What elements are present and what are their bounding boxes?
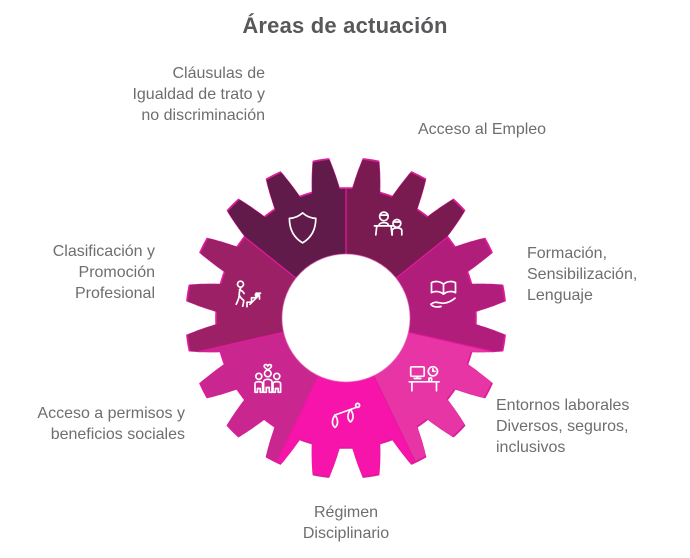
label-formacion-sensibilizacion: Formación, Sensibilización, Lenguaje [527,245,638,304]
page-title: Áreas de actuación [242,13,448,38]
gear-segment-regimen-disciplinario [277,318,415,477]
segment-divider [244,236,298,280]
label-acceso-al-empleo: Acceso al Empleo [418,121,547,138]
segment-divider [394,236,448,280]
label-clausulas-igualdad: Cláusulas de Igualdad de trato y no disc… [132,65,265,124]
segment-divider [372,373,416,463]
label-entornos-laborales: Entornos laborales Diversos, seguros, in… [496,397,630,456]
workplace-desk-icon [408,365,441,392]
segment-divider [406,331,495,353]
label-acceso-permisos-beneficios: Acceso a permisos y beneficios sociales [37,405,185,443]
label-regimen-disciplinario: Régimen Disciplinario [302,504,390,542]
gear-center-circle [281,253,411,383]
segment-divider [276,373,320,463]
shield-icon [288,212,317,244]
career-stairs-icon [235,280,262,308]
segment-divider [197,331,286,353]
family-heart-icon [254,363,282,394]
scales-icon [331,402,361,429]
label-clasificacion-promocion: Clasificación y Promoción Profesional [52,243,155,302]
interview-icon [373,211,403,236]
open-book-hand-icon [430,280,457,308]
